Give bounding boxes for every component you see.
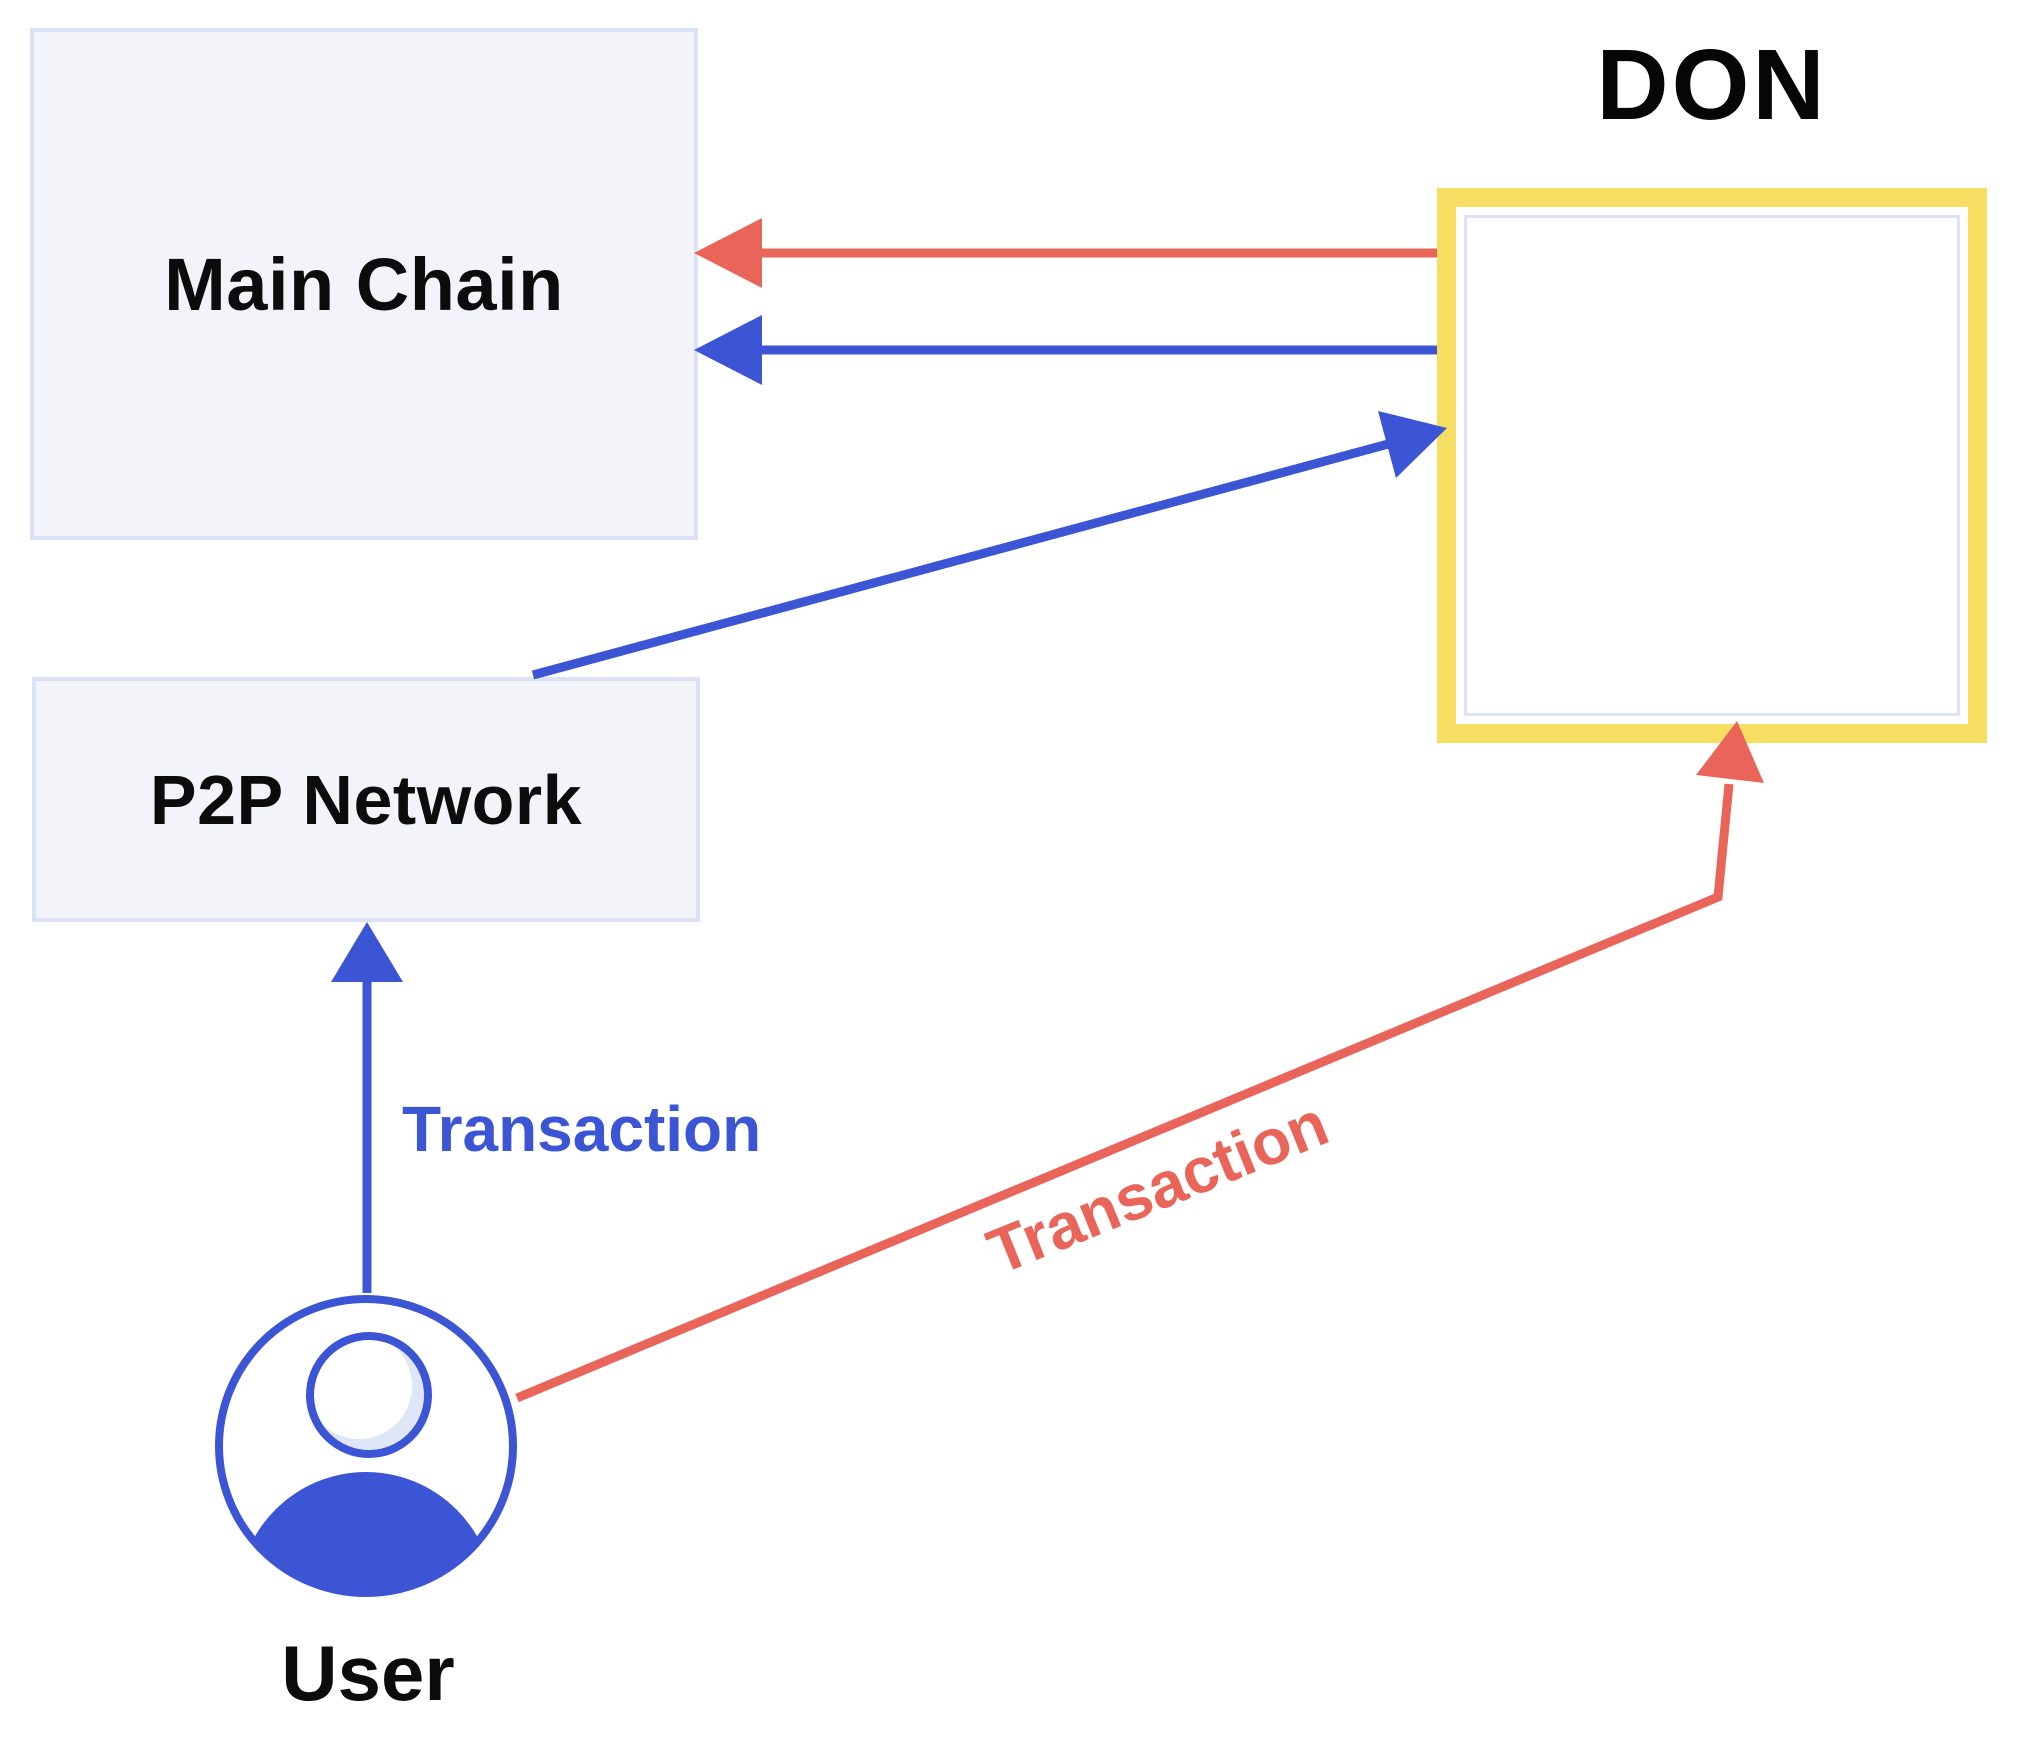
arrow-don-to-mainchain-blue — [694, 315, 1437, 385]
main-chain-label: Main Chain — [164, 242, 564, 326]
transaction-label-blue: Transaction — [402, 1093, 762, 1165]
p2p-network-label: P2P Network — [149, 760, 583, 839]
main-chain-node: Main Chain — [30, 28, 698, 540]
user-avatar-icon — [215, 1295, 517, 1597]
avatar-body — [238, 1472, 494, 1593]
user-label: User — [281, 1629, 455, 1717]
p2p-network-node: P2P Network — [32, 677, 700, 922]
arrow-user-to-don — [515, 721, 1764, 1403]
don-title: DON — [1596, 29, 1828, 141]
arrow-p2p-to-don — [531, 411, 1447, 680]
arrow-user-to-p2p — [331, 922, 403, 1293]
don-node-core — [1464, 215, 1960, 716]
arrow-don-to-mainchain-red — [694, 218, 1437, 288]
avatar-head — [306, 1332, 432, 1458]
avatar-ring — [215, 1295, 517, 1597]
don-node — [1437, 188, 1987, 743]
